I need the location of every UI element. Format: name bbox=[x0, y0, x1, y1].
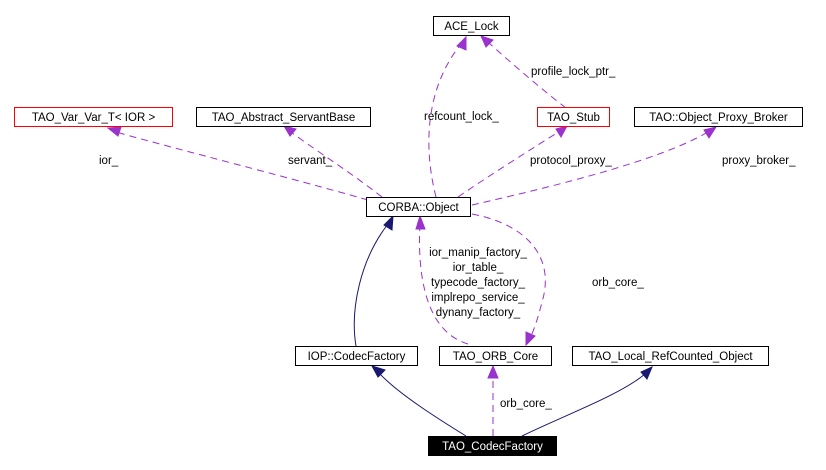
arrowhead-servantbase bbox=[282, 125, 297, 137]
label-servant: servant_ bbox=[288, 155, 333, 167]
label-orb-core-corba: orb_core_ bbox=[592, 277, 644, 289]
label-ior: ior_ bbox=[99, 155, 119, 167]
node-tao-local-refcounted-object-label: TAO_Local_RefCounted_Object bbox=[588, 351, 753, 363]
node-tao-orb-core-label: TAO_ORB_Core bbox=[453, 351, 538, 363]
edge-corba-to-ace-lock bbox=[428, 43, 462, 198]
label-ior-manip-factory: ior_manip_factory_ bbox=[429, 247, 527, 259]
arrowhead-proxy-broker bbox=[703, 126, 718, 139]
label-refcount-lock: refcount_lock_ bbox=[424, 111, 499, 123]
label-proxy-broker: proxy_broker_ bbox=[722, 155, 796, 167]
node-tao-stub[interactable]: TAO_Stub bbox=[537, 107, 610, 127]
label-ior-table: ior_table_ bbox=[453, 262, 504, 274]
edge-tao-codecfactory-inherits-local bbox=[521, 373, 646, 437]
edge-corba-to-servantbase bbox=[290, 131, 383, 198]
node-iop-codecfactory-label: IOP::CodecFactory bbox=[308, 351, 406, 363]
label-profile-lock-ptr: profile_lock_ptr_ bbox=[531, 66, 616, 78]
node-tao-abstract-servantbase-label: TAO_Abstract_ServantBase bbox=[212, 112, 356, 124]
edge-corba-to-orbcore bbox=[471, 213, 546, 339]
edge-stub-to-ace-lock bbox=[487, 41, 567, 109]
label-orb-core-codec: orb_core_ bbox=[500, 398, 552, 410]
label-protocol-proxy: protocol_proxy_ bbox=[530, 155, 612, 167]
node-tao-object-proxy-broker[interactable]: TAO::Object_Proxy_Broker bbox=[634, 107, 803, 127]
node-ace-lock[interactable]: ACE_Lock bbox=[433, 16, 510, 36]
edge-corba-to-var-var bbox=[115, 131, 369, 201]
node-tao-var-var-t-label: TAO_Var_Var_T< IOR > bbox=[32, 112, 156, 124]
arrowhead-stub bbox=[555, 125, 569, 138]
edge-orbcore-to-corba-members bbox=[419, 223, 469, 345]
arrowhead-inherit-local bbox=[640, 366, 653, 380]
node-corba-object-label: CORBA::Object bbox=[378, 202, 459, 214]
label-implrepo-service: implrepo_service_ bbox=[431, 292, 525, 304]
arrowhead-inherit-corba bbox=[383, 214, 394, 231]
node-tao-object-proxy-broker-label: TAO::Object_Proxy_Broker bbox=[649, 112, 788, 124]
arrowhead-orbcore-codec bbox=[487, 364, 499, 379]
edge-corba-to-stub bbox=[457, 130, 561, 198]
node-tao-codecfactory-label: TAO_CodecFactory bbox=[442, 441, 543, 453]
node-tao-stub-label: TAO_Stub bbox=[547, 112, 600, 124]
node-iop-codecfactory[interactable]: IOP::CodecFactory bbox=[295, 346, 418, 366]
label-typecode-factory: typecode_factory_ bbox=[431, 277, 526, 289]
arrowhead-ace-lock-corba bbox=[456, 35, 467, 51]
node-tao-abstract-servantbase[interactable]: TAO_Abstract_ServantBase bbox=[196, 107, 371, 127]
node-corba-object[interactable]: CORBA::Object bbox=[366, 197, 471, 217]
node-ace-lock-label: ACE_Lock bbox=[444, 21, 499, 33]
arrowhead-inherit-iop bbox=[370, 365, 386, 378]
label-orb-core-members: ior_manip_factory_ ior_table_ typecode_f… bbox=[429, 247, 527, 319]
arrowhead-var-var bbox=[106, 126, 122, 137]
edge-tao-codecfactory-inherits-iop bbox=[379, 373, 467, 437]
node-tao-orb-core[interactable]: TAO_ORB_Core bbox=[439, 346, 552, 366]
edge-codecfactory-inherits-corba bbox=[353, 223, 389, 347]
label-dynany-factory: dynany_factory_ bbox=[436, 307, 521, 319]
arrowhead-corba-members bbox=[415, 214, 426, 230]
edge-corba-to-proxy-broker bbox=[471, 131, 709, 206]
node-tao-codecfactory[interactable]: TAO_CodecFactory bbox=[428, 436, 557, 456]
arrowhead-orbcore-corba bbox=[525, 331, 536, 347]
arrowhead-ace-lock-stub bbox=[480, 35, 494, 48]
node-tao-local-refcounted-object[interactable]: TAO_Local_RefCounted_Object bbox=[572, 346, 769, 366]
node-tao-var-var-t[interactable]: TAO_Var_Var_T< IOR > bbox=[14, 107, 173, 127]
